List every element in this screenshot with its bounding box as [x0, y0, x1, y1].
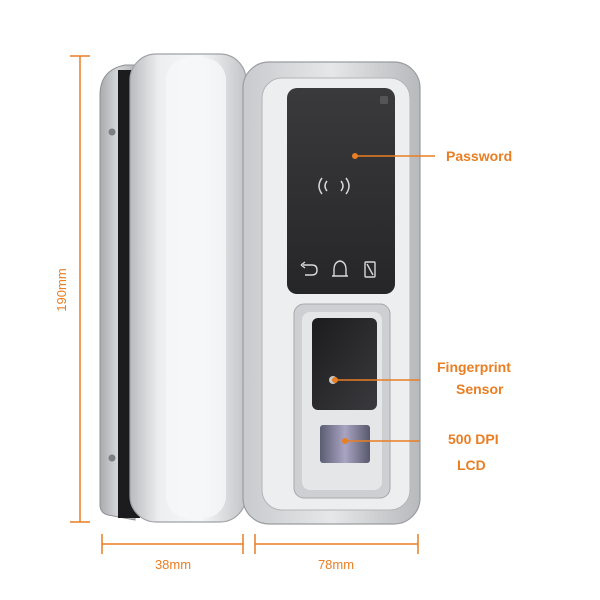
width-dimension-lines — [101, 534, 419, 554]
panel-width-label: 78mm — [318, 557, 354, 572]
nfc-wave-left-icon — [318, 177, 323, 195]
screw-icon — [108, 454, 116, 462]
fingerprint-label-line1: Fingerprint — [437, 359, 511, 375]
height-dimension-label: 190mm — [54, 268, 69, 311]
body-width-label: 38mm — [155, 557, 191, 572]
callout-lines — [335, 155, 435, 442]
lcd-label-line2: LCD — [457, 457, 486, 473]
fingerprint-label-line2: Sensor — [456, 381, 504, 397]
door-icon — [364, 261, 376, 278]
bell-icon — [332, 260, 348, 277]
lock-main-body — [129, 53, 247, 523]
lcd-label-line1: 500 DPI — [448, 431, 499, 447]
height-dimension-line — [70, 55, 90, 523]
back-icon — [303, 264, 318, 276]
lock-front-panel — [242, 61, 421, 525]
nfc-wave-right-icon — [345, 177, 350, 195]
screw-icon — [108, 128, 116, 136]
fingerprint-sensor — [312, 318, 377, 410]
password-label: Password — [446, 148, 512, 164]
